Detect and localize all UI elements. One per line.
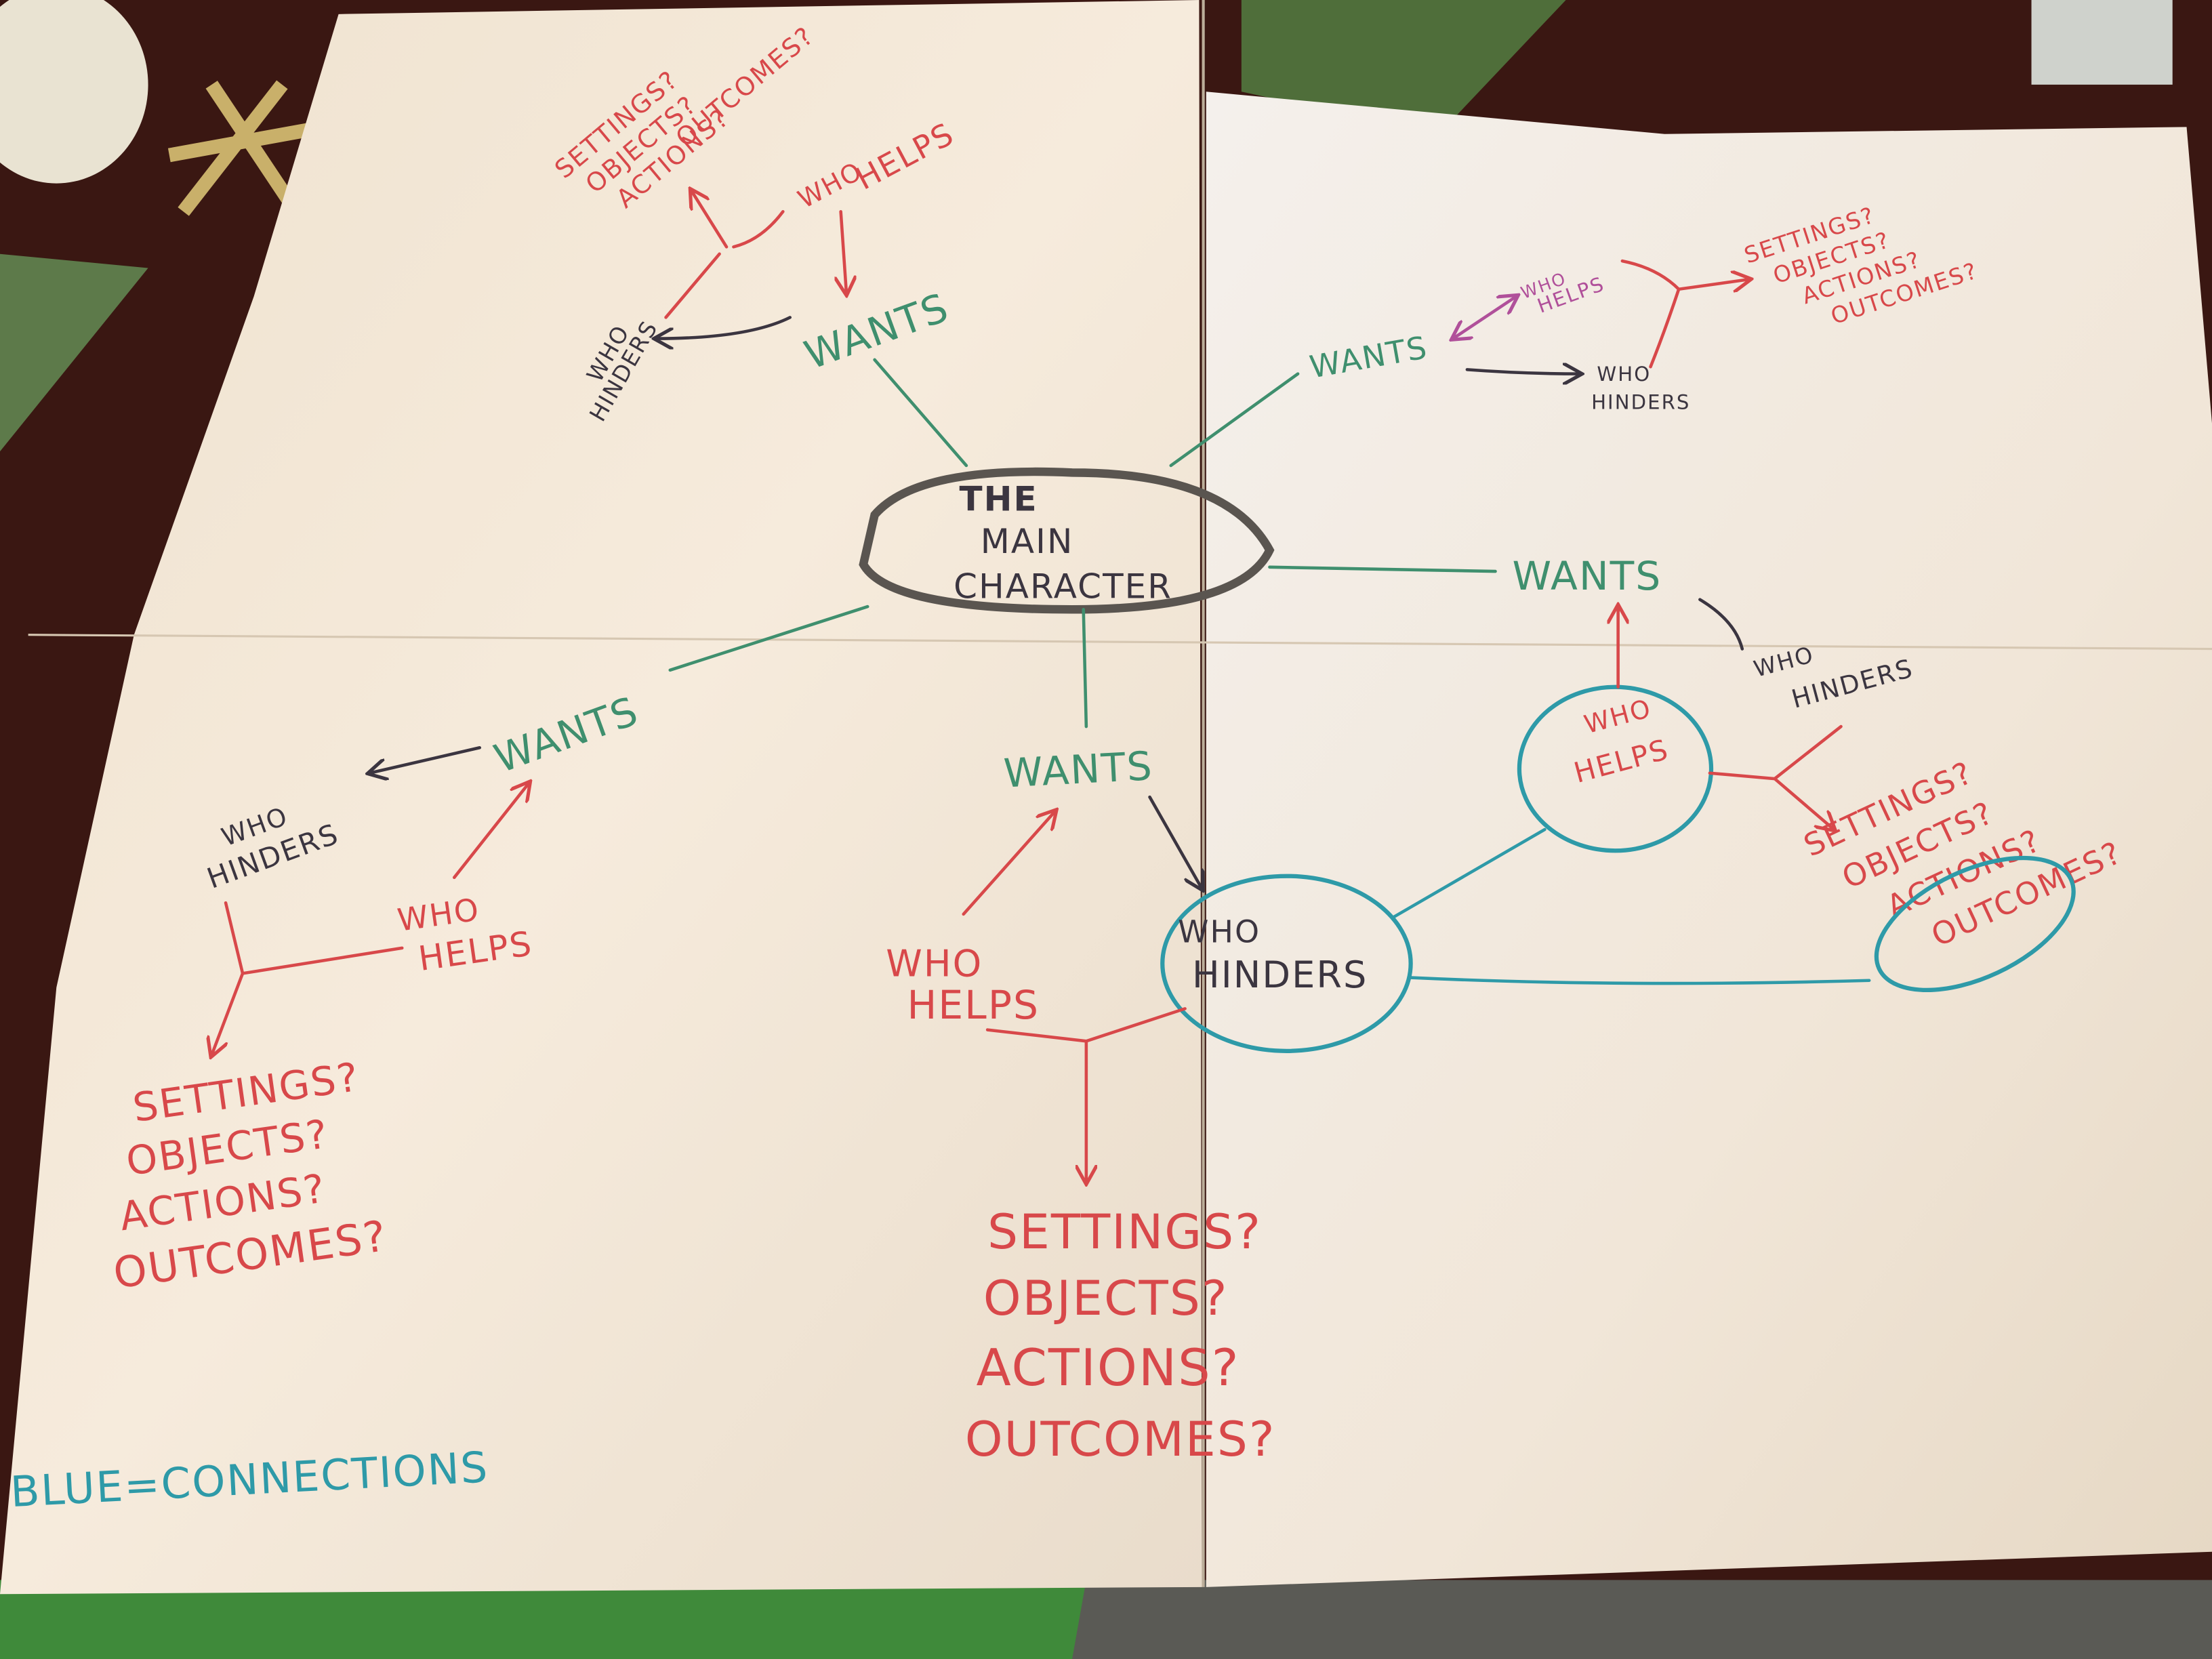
who-label: WHO [886, 942, 983, 985]
main-character-node: THE MAIN CHARACTER [859, 467, 1275, 614]
hinders-label: HINDERS [1192, 954, 1368, 996]
wants-connectors [668, 358, 1497, 729]
green-cloth [0, 1580, 1086, 1659]
snowflake-ornament [167, 80, 326, 216]
blue-connections [1392, 827, 1871, 985]
wants-label: WANTS [1513, 553, 1662, 599]
question-outcomes: OUTCOMES? [965, 1411, 1276, 1467]
connection-circle [1160, 874, 1413, 1053]
who-label: WHO [1597, 363, 1651, 386]
center-label-line1: THE [960, 480, 1038, 519]
question-objects: OBJECTS? [983, 1270, 1229, 1326]
decorative-plate [0, 0, 148, 184]
jar [2031, 0, 2173, 85]
center-label-line2: MAIN [981, 522, 1074, 561]
helps-label: HELPS [907, 982, 1040, 1028]
placemat-top [1241, 0, 1566, 134]
placemat-left [0, 253, 148, 452]
wants-label: WANTS [1002, 743, 1154, 796]
hinders-label: HINDERS [1591, 391, 1690, 414]
connection-circle [1874, 855, 2076, 993]
paper-left-sheet [0, 0, 1202, 1595]
question-settings: SETTINGS? [987, 1204, 1262, 1260]
center-label-line3: CHARACTER [954, 567, 1172, 607]
connection-circle [1517, 684, 1714, 853]
paper-right-sheet [1206, 91, 2212, 1587]
paper-fold [28, 634, 2212, 651]
branch-bottom-center: WANTS WHO HINDERS WHO HELPS SETTINGS? OB… [886, 743, 1413, 1467]
who-label: WHO [1178, 914, 1261, 950]
question-actions: ACTIONS? [976, 1338, 1240, 1397]
